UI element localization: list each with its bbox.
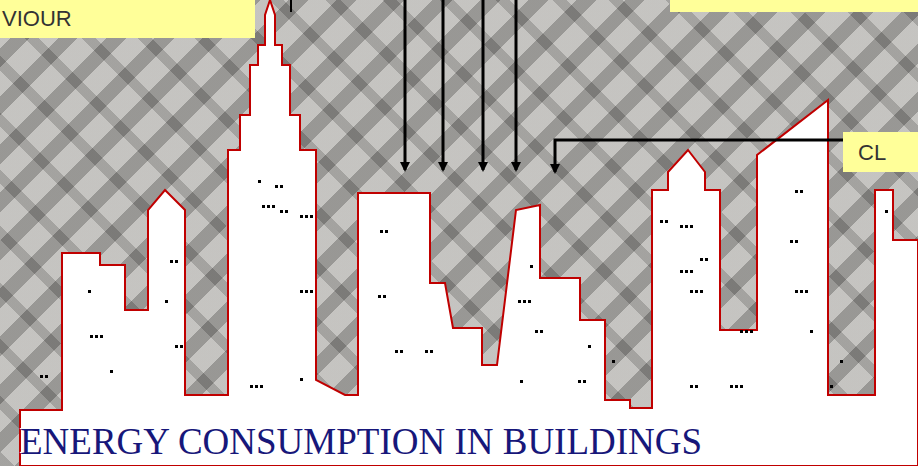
window-dot [680,270,683,273]
arrow [404,0,407,170]
window-dot [523,300,526,303]
window-dot [300,378,303,381]
window-dot [740,385,743,388]
window-dot [700,290,703,293]
window-dot [530,265,533,268]
window-dot [258,180,261,183]
window-dot [540,330,543,333]
window-dot [380,230,383,233]
window-dot [90,335,93,338]
arrow [482,0,485,170]
window-dot [680,225,683,228]
window-dot [795,240,798,243]
window-dot [840,360,843,363]
window-dot [660,220,663,223]
window-dot [588,345,591,348]
window-dot [700,258,703,261]
window-dot [790,240,793,243]
label-text: VIOUR [2,6,72,32]
window-dot [885,210,888,213]
connector-arrow [555,140,843,172]
window-dot [800,290,803,293]
window-dot [583,380,586,383]
window-dot [280,210,283,213]
window-dot [100,335,103,338]
window-dot [690,385,693,388]
window-dot [88,290,91,293]
label-box-cropped [670,0,918,12]
window-dot [695,290,698,293]
window-dot [425,350,428,353]
window-dot [612,360,615,363]
window-dot [40,375,43,378]
window-dot [285,210,288,213]
window-dot [383,295,386,298]
leader-line [290,0,292,12]
window-dot [175,345,178,348]
window-dot [685,270,688,273]
label-text: CL [858,140,886,166]
window-dot [255,385,258,388]
diagram-title: ENERGY CONSUMPTION IN BUILDINGS [20,420,702,463]
window-dot [795,290,798,293]
window-dot [690,270,693,273]
window-dot [518,300,521,303]
window-dot [395,350,398,353]
window-dot [695,385,698,388]
window-dot [705,258,708,261]
window-dot [745,330,748,333]
arrow [515,0,518,170]
window-dot [175,260,178,263]
window-dot [685,225,688,228]
window-dot [45,375,48,378]
window-dot [690,290,693,293]
window-dot [95,335,98,338]
arrow [442,0,445,170]
window-dot [170,260,173,263]
skyline-box: ENERGY CONSUMPTION IN BUILDINGS [20,175,918,466]
window-dot [180,345,183,348]
window-dot [430,350,433,353]
window-dot [665,220,668,223]
window-dot [300,290,303,293]
window-dot [275,185,278,188]
window-dot [528,300,531,303]
window-dot [305,290,308,293]
window-dot [400,350,403,353]
window-dot [805,290,808,293]
skyline-shape [20,0,918,466]
window-dot [690,225,693,228]
factor-label: CL [843,132,918,172]
window-dot [730,385,733,388]
window-dot [165,300,168,303]
window-dot [110,370,113,373]
window-dot [830,385,833,388]
window-dot [378,295,381,298]
window-dot [735,385,738,388]
window-dot [535,330,538,333]
window-dot [267,205,270,208]
factor-label: VIOUR [0,0,255,38]
window-dot [260,385,263,388]
window-dot [385,230,388,233]
window-dot [272,205,275,208]
window-dot [520,380,523,383]
window-dot [810,330,813,333]
window-dot [750,330,753,333]
window-dot [300,215,303,218]
window-dot [310,215,313,218]
window-dot [310,290,313,293]
window-dot [578,380,581,383]
window-dot [800,190,803,193]
window-dot [795,190,798,193]
window-dot [305,215,308,218]
window-dot [740,330,743,333]
window-dot [262,205,265,208]
window-dot [280,185,283,188]
window-dot [250,385,253,388]
